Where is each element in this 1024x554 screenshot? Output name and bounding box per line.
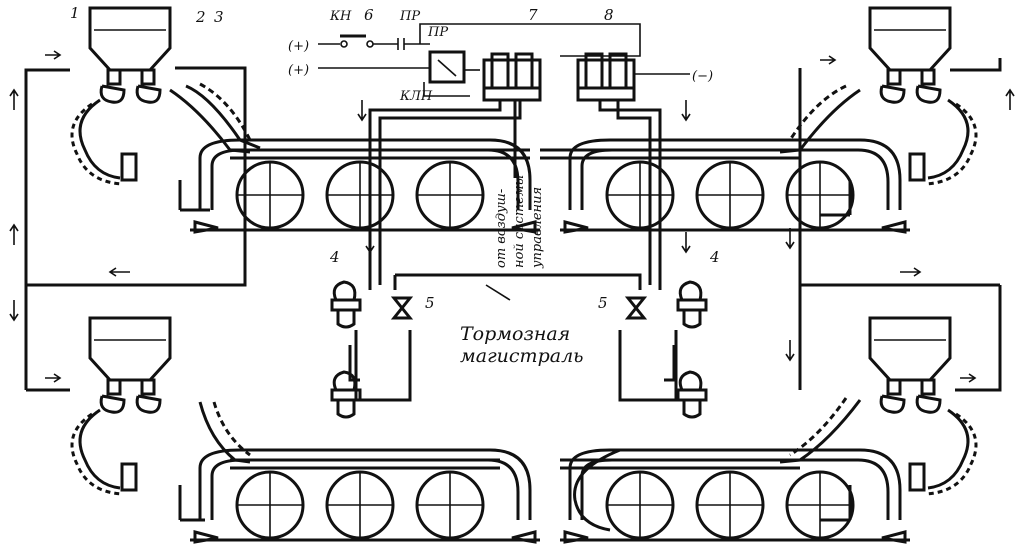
label-7: 7 (528, 6, 538, 24)
label-minus: (−) (692, 69, 713, 84)
label-8: 8 (604, 6, 614, 24)
label-4-right: 4 (709, 248, 720, 266)
right-lower-bogie (558, 448, 912, 544)
air-supply-line-1: от воздуш- (494, 189, 509, 268)
left-air-loop (24, 66, 247, 287)
label-1: 1 (70, 4, 80, 22)
label-4-left: 4 (329, 248, 340, 266)
left-lower-bogie (188, 448, 542, 544)
label-6: 6 (364, 6, 374, 24)
label-5-right: 5 (598, 294, 608, 312)
label-pr-2: ПР (427, 25, 448, 40)
valve-5-left (390, 296, 414, 320)
air-pipes (348, 100, 678, 402)
sand-pipe (78, 98, 121, 180)
label-plus-2: (+) (288, 63, 309, 78)
right-upper-hopper (868, 6, 952, 104)
valve-5-right (624, 296, 648, 320)
left-upper-bogie (188, 138, 542, 234)
right-upper-bogie (558, 138, 912, 234)
label-klp: КЛП (399, 89, 433, 104)
left-lower-hopper (88, 316, 172, 414)
label-pr-1: ПР (399, 9, 420, 24)
label-5-left: 5 (425, 294, 435, 312)
control-circuit (318, 23, 690, 102)
label-kn: КН (329, 9, 352, 24)
valve-4-right (676, 280, 708, 419)
air-supply-line-3: управления (530, 187, 545, 269)
brake-line-label-1: Тормозная (460, 323, 570, 345)
left-upper-hopper (88, 6, 172, 104)
label-2: 2 (195, 8, 206, 26)
air-supply-line-2: ной системы (512, 175, 527, 268)
right-lower-hopper (868, 316, 952, 414)
label-3: 3 (214, 8, 224, 26)
brake-line-label-2: магистраль (460, 345, 584, 367)
air-supply-label: от воздуш- ной системы управления (494, 175, 545, 269)
label-plus-1: (+) (288, 39, 309, 54)
